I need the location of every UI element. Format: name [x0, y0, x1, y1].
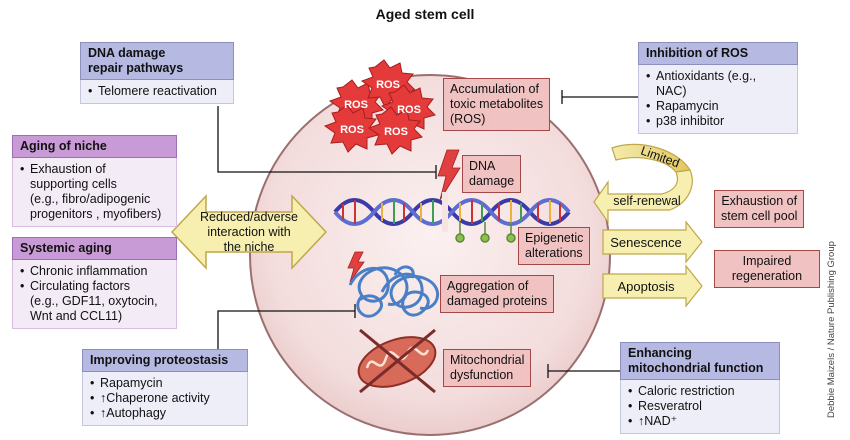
protein-aggregation-line: damaged proteins: [447, 294, 548, 308]
ros-label: ROS: [376, 79, 400, 91]
diagram-title: Aged stem cell: [375, 6, 475, 22]
niche-arrow-line: the niche: [223, 240, 275, 254]
aging-niche-body: Exhaustion of supporting cells (e.g., fi…: [12, 158, 177, 227]
mito-function-item: ↑NAD⁺: [628, 414, 772, 429]
proteostasis-panel: Improving proteostasis Rapamycin ↑Chaper…: [82, 349, 248, 426]
ros-inhibition-item: p38 inhibitor: [646, 114, 790, 129]
systemic-aging-item-cont: (e.g., GDF11, oxytocin,: [30, 294, 158, 308]
ros-accumulation-box: Accumulation of toxic metabolites (ROS): [443, 78, 551, 131]
mito-dysfunction-line: Mitochondrial: [450, 353, 525, 367]
mitochondrion-icon: [357, 328, 437, 394]
epigenetic-line: Epigenetic: [525, 231, 584, 245]
ros-inhibition-item: Rapamycin: [646, 99, 790, 114]
ros-star: [367, 106, 423, 155]
epigenetic-box: Epigenetic alterations: [518, 227, 591, 265]
senescence-label: Senescence: [610, 235, 682, 250]
image-credit: Debbie Maizels / Nature Publishing Group: [826, 241, 837, 418]
exhaustion-line: stem cell pool: [721, 209, 798, 223]
senescence-arrow: [602, 220, 703, 264]
ros-label: ROS: [397, 104, 421, 116]
mito-function-item: Resveratrol: [628, 399, 772, 414]
dna-repair-panel: DNA damage repair pathways Telomere reac…: [80, 42, 234, 104]
mito-function-panel: Enhancing mitochondrial function Caloric…: [620, 342, 780, 434]
proteostasis-item: ↑Autophagy: [90, 406, 240, 421]
dna-repair-body: Telomere reactivation: [80, 80, 234, 104]
ros-accumulation-line: Accumulation of: [450, 82, 539, 96]
ros-inhibition-body: Antioxidants (e.g., NAC) Rapamycin p38 i…: [638, 65, 798, 134]
niche-arrow-line: interaction with: [207, 225, 291, 239]
protein-aggregation-line: Aggregation of: [447, 279, 529, 293]
systemic-aging-panel: Systemic aging Chronic inflammation Circ…: [12, 237, 177, 329]
exhaustion-line: Exhaustion of: [721, 194, 798, 208]
apoptosis-label: Apoptosis: [617, 279, 675, 294]
impaired-line: regeneration: [731, 269, 803, 283]
mito-function-title-line1: Enhancing: [628, 346, 692, 360]
impaired-line: Impaired: [742, 254, 792, 268]
ros-label: ROS: [344, 99, 368, 111]
ros-inhibition-item: Antioxidants (e.g., NAC): [646, 69, 790, 99]
ros-accumulation-line: toxic metabolites: [450, 97, 544, 111]
systemic-aging-body: Chronic inflammation Circulating factors…: [12, 260, 177, 329]
ros-label: ROS: [340, 124, 364, 136]
lightning-bolt-icon: [437, 149, 461, 201]
dna-damage-line: damage: [469, 174, 515, 188]
dna-repair-title-line2: repair pathways: [88, 61, 184, 75]
ros-cluster: ROS ROS ROS ROS ROS: [323, 59, 436, 155]
dna-repair-header: DNA damage repair pathways: [80, 42, 234, 80]
dna-repair-item: Telomere reactivation: [88, 84, 226, 99]
proteostasis-header: Improving proteostasis: [82, 349, 248, 372]
mito-function-body: Caloric restriction Resveratrol ↑NAD⁺: [620, 380, 780, 434]
aging-niche-item-cont: supporting cells: [30, 177, 117, 191]
aging-niche-item-cont: (e.g., fibro/adipogenic: [30, 192, 151, 206]
aging-niche-panel: Aging of niche Exhaustion of supporting …: [12, 135, 177, 227]
proteostasis-item: ↑Chaperone activity: [90, 391, 240, 406]
limited-self-renewal-arrow: [593, 143, 693, 224]
mito-function-item: Caloric restriction: [628, 384, 772, 399]
protein-aggregate: [348, 265, 440, 318]
apoptosis-arrow: [602, 264, 703, 308]
dna-helix: [333, 192, 571, 243]
dna-repair-title-line1: DNA damage: [88, 46, 166, 60]
aging-niche-item-cont: progenitors , myofibers): [30, 207, 162, 221]
mito-function-header: Enhancing mitochondrial function: [620, 342, 780, 380]
exhaustion-box: Exhaustion of stem cell pool: [714, 190, 805, 228]
proteostasis-item: Rapamycin: [90, 376, 240, 391]
ros-inhibition-header: Inhibition of ROS: [638, 42, 798, 65]
epigenetic-line: alterations: [525, 246, 583, 260]
lightning-bolt-icon: [347, 251, 365, 283]
aging-niche-item: Exhaustion of: [20, 162, 169, 177]
niche-arrow-line: Reduced/adverse: [200, 210, 298, 224]
niche-interaction-arrow: [170, 194, 328, 270]
dna-damage-box: DNA damage: [462, 155, 522, 193]
systemic-aging-item-cont: Wnt and CCL11): [30, 309, 123, 323]
systemic-aging-header: Systemic aging: [12, 237, 177, 260]
ros-label: ROS: [384, 126, 408, 138]
connector-lines: [217, 90, 638, 378]
impaired-regeneration-box: Impaired regeneration: [714, 250, 820, 288]
mito-function-title-line2: mitochondrial function: [628, 361, 764, 375]
self-renewal-label: self-renewal: [613, 194, 681, 208]
systemic-aging-item: Circulating factors: [20, 279, 169, 294]
dna-damage-line: DNA: [469, 159, 496, 173]
ros-inhibition-panel: Inhibition of ROS Antioxidants (e.g., NA…: [638, 42, 798, 134]
aging-niche-header: Aging of niche: [12, 135, 177, 158]
niche-arrow-label: Reduced/adverse interaction with the nic…: [199, 210, 299, 255]
ros-accumulation-line: (ROS): [450, 112, 486, 126]
proteostasis-body: Rapamycin ↑Chaperone activity ↑Autophagy: [82, 372, 248, 426]
ros-star: [323, 104, 379, 153]
mito-dysfunction-box: Mitochondrial dysfunction: [443, 349, 532, 387]
mito-dysfunction-line: dysfunction: [450, 368, 514, 382]
systemic-aging-item: Chronic inflammation: [20, 264, 169, 279]
protein-aggregation-box: Aggregation of damaged proteins: [440, 275, 555, 313]
